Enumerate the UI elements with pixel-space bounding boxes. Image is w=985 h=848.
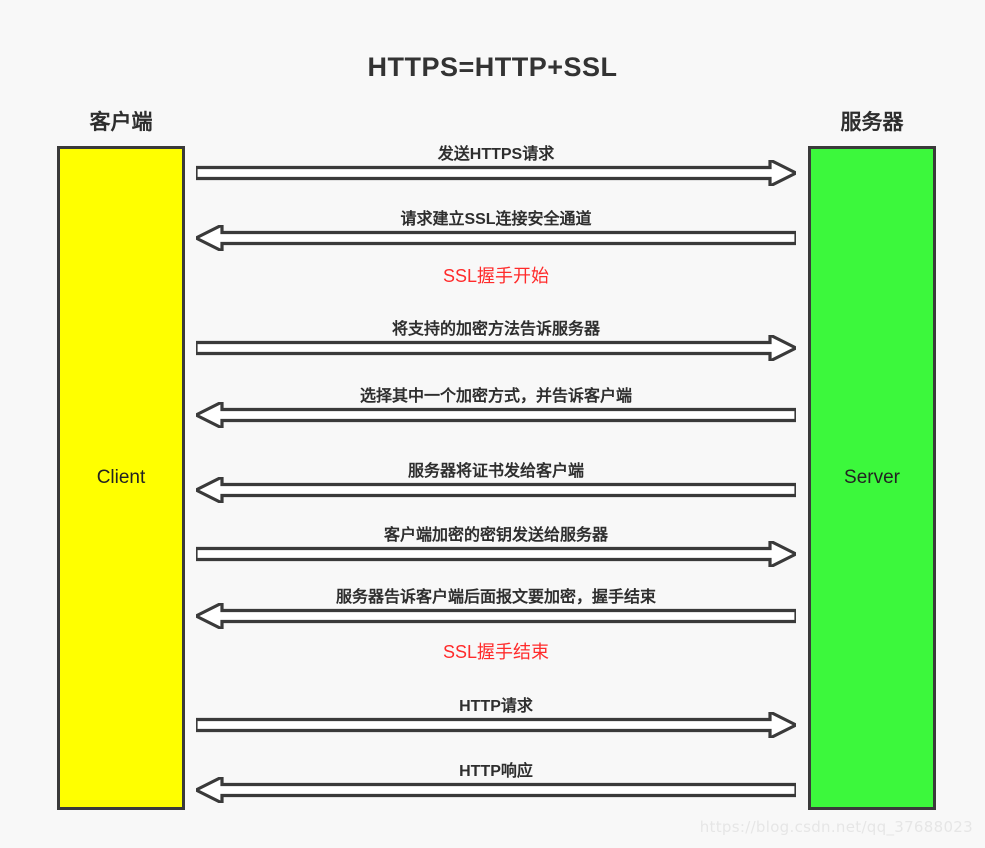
message-row: 将支持的加密方法告诉服务器 — [196, 315, 796, 361]
client-header-label: 客户端 — [89, 111, 153, 134]
arrow-right-icon — [196, 541, 796, 567]
server-lifeline-label: Server — [844, 467, 900, 488]
arrow-left-icon — [196, 777, 796, 803]
handshake-note: SSL握手开始 — [442, 266, 550, 286]
message-row: 服务器告诉客户端后面报文要加密，握手结束 — [196, 583, 796, 629]
client-lifeline-label: Client — [96, 467, 146, 488]
arrow-right-icon — [196, 160, 796, 186]
page-title: HTTPS=HTTP+SSL — [367, 52, 618, 82]
message-row: HTTP响应 — [196, 757, 796, 803]
message-label: 服务器告诉客户端后面报文要加密，握手结束 — [335, 589, 656, 606]
arrow-right-icon — [196, 335, 796, 361]
server-header-label: 服务器 — [840, 111, 904, 134]
message-row: 发送HTTPS请求 — [196, 140, 796, 186]
server-lifeline-box: Server — [808, 146, 936, 810]
arrow-left-icon — [196, 225, 796, 251]
message-row: HTTP请求 — [196, 692, 796, 738]
arrow-left-icon — [196, 477, 796, 503]
arrow-right-icon — [196, 712, 796, 738]
message-label: 请求建立SSL连接安全通道 — [400, 211, 592, 228]
message-row: 选择其中一个加密方式，并告诉客户端 — [196, 382, 796, 428]
message-row: 客户端加密的密钥发送给服务器 — [196, 521, 796, 567]
arrow-left-icon — [196, 402, 796, 428]
message-row: 请求建立SSL连接安全通道 — [196, 205, 796, 251]
message-label: 客户端加密的密钥发送给服务器 — [383, 527, 608, 544]
message-label: 将支持的加密方法告诉服务器 — [391, 321, 600, 338]
message-label: HTTP请求 — [459, 698, 533, 715]
message-label: 服务器将证书发给客户端 — [407, 463, 584, 480]
arrow-left-icon — [196, 603, 796, 629]
watermark-text: https://blog.csdn.net/qq_37688023 — [699, 818, 973, 836]
message-row: 服务器将证书发给客户端 — [196, 457, 796, 503]
handshake-note: SSL握手结束 — [442, 642, 550, 662]
client-lifeline-box: Client — [57, 146, 185, 810]
message-label: HTTP响应 — [459, 763, 533, 780]
message-label: 选择其中一个加密方式，并告诉客户端 — [359, 388, 632, 405]
message-label: 发送HTTPS请求 — [437, 146, 555, 163]
